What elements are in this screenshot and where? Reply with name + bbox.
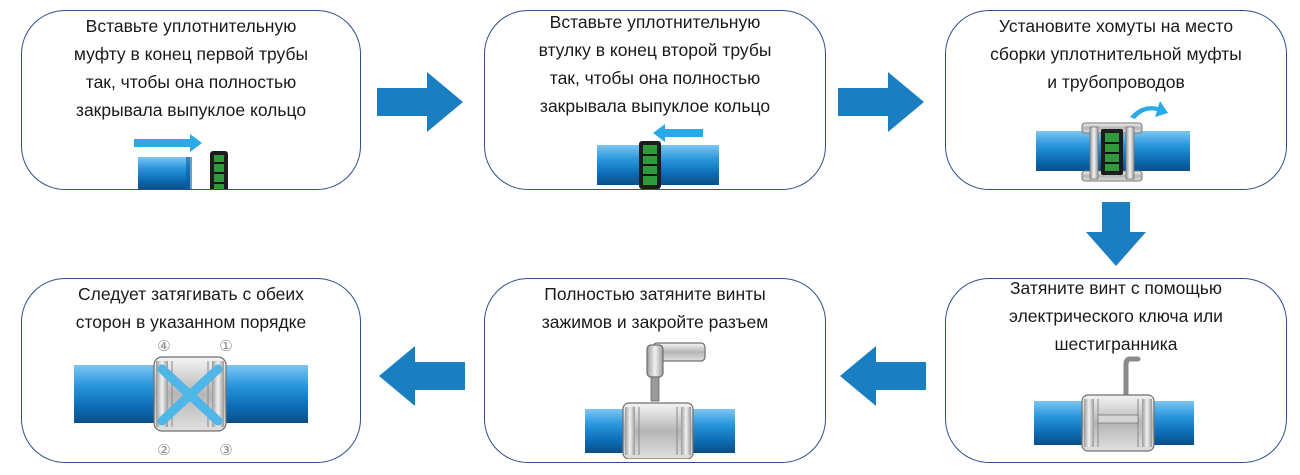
flow-arrow-left-icon-2	[379, 346, 465, 406]
step-6-caption: Следует затягивать с обеих сторон в указ…	[32, 280, 350, 336]
step-card-3: Установите хомуты на место сборки уплотн…	[945, 10, 1287, 190]
tightening-order-cross-icon	[157, 364, 223, 426]
insert-direction-arrow-icon	[134, 134, 202, 152]
coupling-icon	[622, 402, 694, 459]
step-5-illustration	[585, 342, 735, 459]
step-2-line-2: втулку в конец второй трубы	[538, 40, 772, 60]
step-1-line-4: закрывала выпуклое кольцо	[75, 100, 307, 120]
rotate-arrow-icon	[1130, 101, 1168, 119]
flow-arrow-left-icon-1	[840, 346, 926, 406]
step-3-illustration	[1036, 101, 1190, 182]
step-5-line-2: зажимов и закройте разъем	[541, 312, 769, 332]
step-2-caption: Вставьте уплотнительную втулку в конец в…	[495, 11, 815, 120]
seal-ring-icon	[639, 141, 661, 189]
step-card-6: Следует затягивать с обеих сторон в указ…	[21, 278, 361, 463]
step-1-line-1: Вставьте уплотнительную	[85, 16, 297, 36]
pipe-icon	[138, 157, 190, 189]
step-4-line-1: Затяните винт с помощью	[1009, 278, 1223, 298]
step-card-4: Затяните винт с помощью электрического к…	[945, 278, 1287, 463]
step-1-line-2: муфту в конец первой трубы	[73, 44, 309, 64]
electric-wrench-icon	[646, 342, 706, 402]
step-4-line-2: электрического ключа или	[1009, 306, 1223, 326]
step-4-line-3: шестигранника	[1054, 334, 1178, 354]
step-3-line-3: и трубопроводов	[1047, 72, 1185, 92]
step-4-caption: Затяните винт с помощью электрического к…	[956, 278, 1276, 358]
seal-ring-icon	[210, 151, 228, 189]
flow-arrow-down-icon	[1086, 202, 1146, 266]
seal-ring-icon	[1101, 129, 1123, 175]
step-2-line-3: так, чтобы она полностью	[549, 68, 761, 88]
step-5-caption: Полностью затяните винты зажимов и закро…	[495, 280, 815, 336]
order-mark-3: ③	[219, 441, 232, 459]
coupling-icon	[1081, 394, 1155, 452]
step-1-caption: Вставьте уплотнительную муфту в конец пе…	[32, 12, 350, 124]
step-2-line-4: закрывала выпуклое кольцо	[539, 96, 771, 116]
step-card-2: Вставьте уплотнительную втулку в конец в…	[484, 10, 826, 190]
hex-key-icon	[1123, 356, 1141, 404]
step-6-line-2: сторон в указанном порядке	[75, 312, 307, 332]
step-3-caption: Установите хомуты на место сборки уплотн…	[956, 12, 1276, 96]
step-3-line-1: Установите хомуты на место	[998, 16, 1234, 36]
step-6-illustration: ④ ① ② ③	[74, 337, 308, 459]
step-card-5: Полностью затяните винты зажимов и закро…	[484, 278, 826, 463]
insert-direction-arrow-icon	[653, 124, 703, 142]
step-1-illustration	[134, 134, 228, 189]
step-4-illustration	[1034, 356, 1194, 452]
order-mark-4: ④	[157, 337, 170, 355]
step-5-line-1: Полностью затяните винты	[544, 284, 766, 304]
flow-arrow-right-icon-1	[377, 72, 463, 132]
flow-arrow-right-icon-2	[838, 72, 924, 132]
step-3-line-2: сборки уплотнительной муфты	[990, 44, 1242, 64]
step-card-1: Вставьте уплотнительную муфту в конец пе…	[21, 10, 361, 190]
order-mark-2: ②	[157, 441, 170, 459]
step-2-illustration	[597, 124, 719, 189]
order-mark-1: ①	[219, 337, 232, 355]
step-2-line-1: Вставьте уплотнительную	[549, 12, 761, 32]
step-6-line-1: Следует затягивать с обеих	[78, 284, 304, 304]
step-1-line-3: так, чтобы она полностью	[85, 72, 297, 92]
